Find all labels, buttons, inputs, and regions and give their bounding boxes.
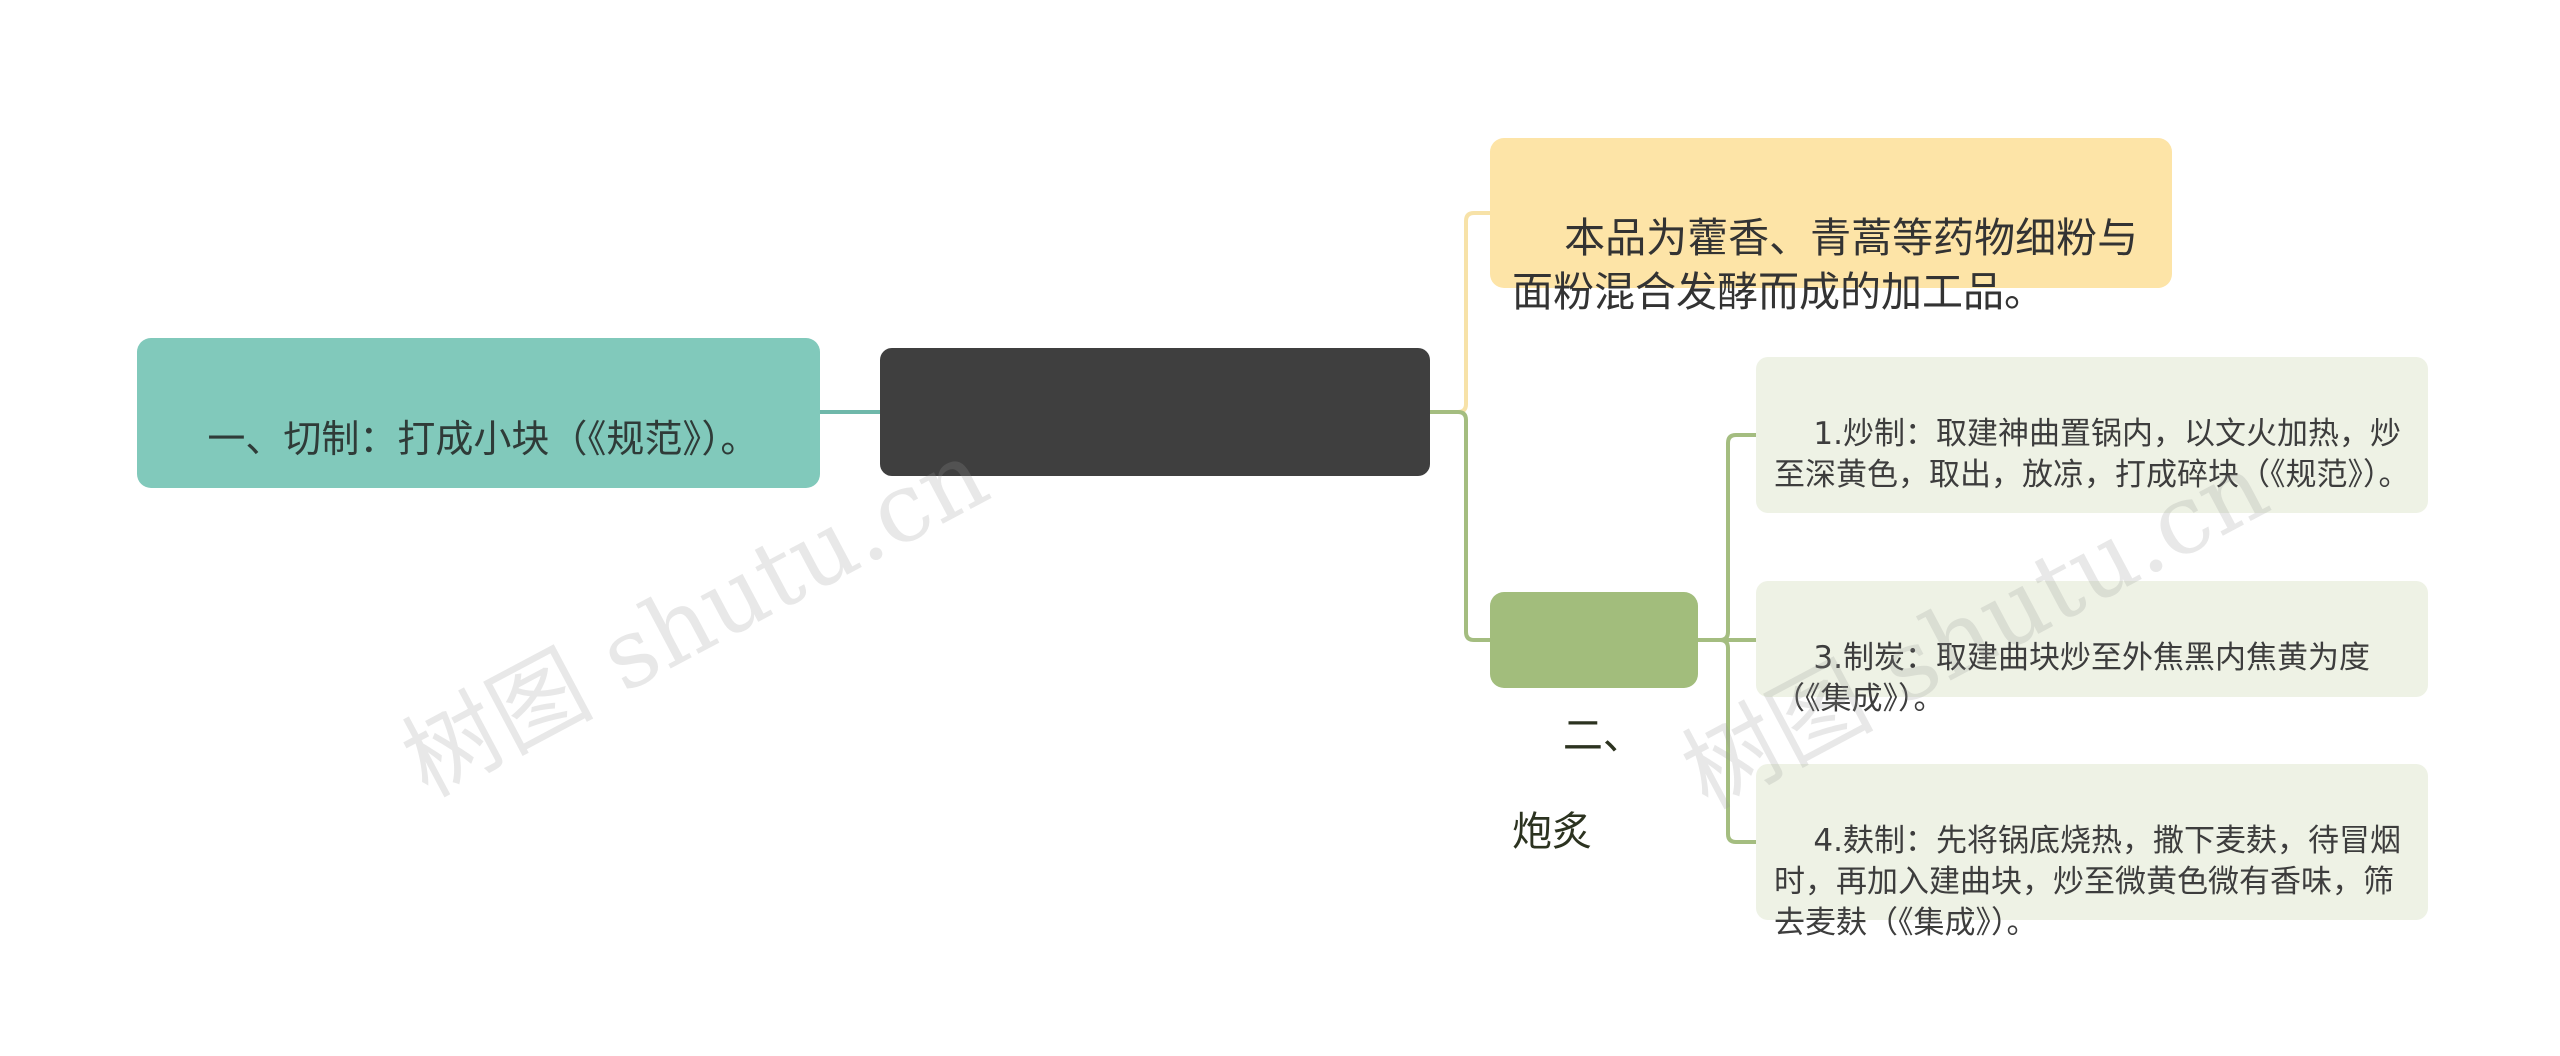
connector-root-description xyxy=(1430,211,1490,414)
root-node[interactable]: 建曲的炮制方法介绍 xyxy=(880,348,1430,699)
left-branch-node[interactable]: 一、切制：打成小块（《规范》）。 xyxy=(137,338,820,488)
connector-root-branch xyxy=(1430,410,1490,642)
left-branch-text: 一、切制：打成小块（《规范》）。 xyxy=(207,417,759,461)
leaf-node-fuzhi[interactable]: 4.麸制：先将锅底烧热，撒下麦麸，待冒烟时，再加入建曲块，炒至微黄色微有香味，筛… xyxy=(1756,764,2428,941)
branch-text: 二、炮炙 xyxy=(1512,713,1643,855)
root-text: 建曲的炮制方法介绍 xyxy=(973,508,1406,699)
leaf-text: 4.麸制：先将锅底烧热，撒下麦麸，待冒烟时，再加入建曲块，炒至微黄色微有香味，筛… xyxy=(1774,823,2401,941)
description-text: 本品为藿香、青蒿等药物细粉与面粉混合发酵而成的加工品。 xyxy=(1512,214,2139,316)
description-node[interactable]: 本品为藿香、青蒿等药物细粉与面粉混合发酵而成的加工品。 xyxy=(1490,138,2172,316)
connector-branch-leaf1 xyxy=(1698,433,1756,642)
branch-node-paozhi[interactable]: 二、炮炙 xyxy=(1490,592,1698,855)
leaf-node-zhitan[interactable]: 3.制炭：取建曲块炒至外焦黑内焦黄为度（《集成》）。 xyxy=(1756,581,2428,717)
leaf-text: 3.制炭：取建曲块炒至外焦黑内焦黄为度（《集成》）。 xyxy=(1774,640,2370,717)
leaf-node-chaozhi[interactable]: 1.炒制：取建神曲置锅内，以文火加热，炒至深黄色，取出，放凉，打成碎块（《规范》… xyxy=(1756,357,2428,513)
connector-branch-leaf3 xyxy=(1698,638,1756,844)
leaf-text: 1.炒制：取建神曲置锅内，以文火加热，炒至深黄色，取出，放凉，打成碎块（《规范》… xyxy=(1774,416,2410,493)
